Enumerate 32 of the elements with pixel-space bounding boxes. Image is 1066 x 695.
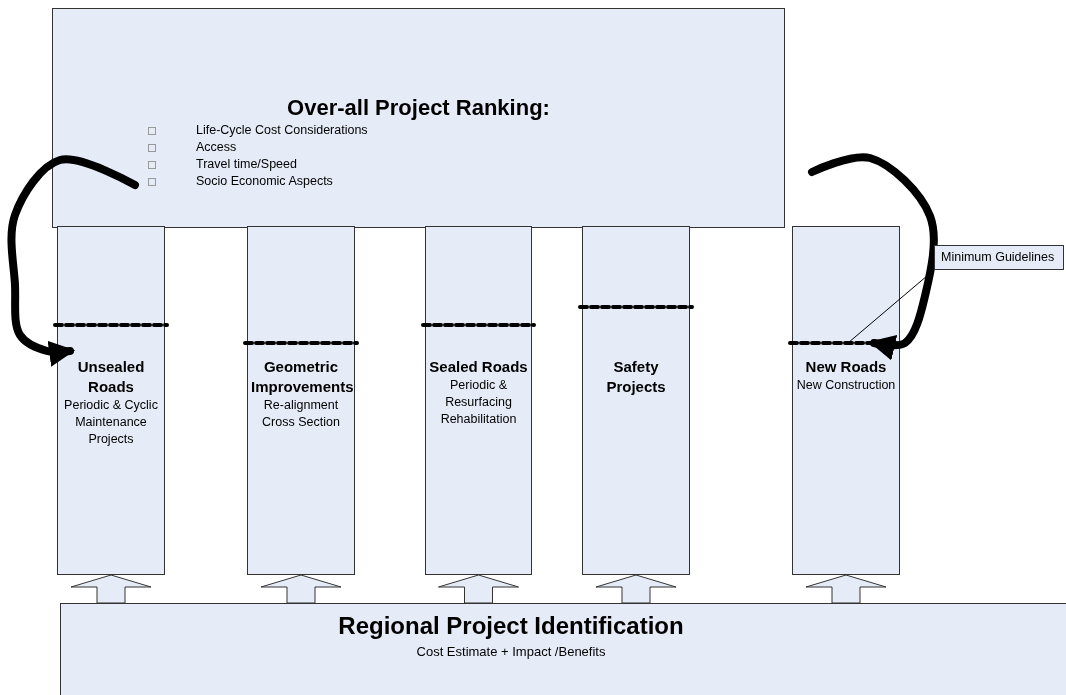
category-heading: Sealed Roads [429,357,528,377]
category-column [57,226,165,575]
panel-heading: Regional Project Identification [337,612,685,640]
category-column [425,226,532,575]
block-arrow [595,574,677,604]
block-arrow [438,574,519,604]
category-heading: Safety Projects [605,357,667,397]
block-arrow [70,574,152,604]
callout-text: Minimum Guidelines [941,250,1055,264]
category-description: New Construction [796,377,896,394]
category-column [247,226,355,575]
curved-arrow [7,155,139,367]
panel-heading: Over-all Project Ranking: [286,95,551,121]
panel-subtitle: Cost Estimate + Impact /Benefits [415,644,607,659]
category-column [582,226,690,575]
callout-box [934,245,1064,270]
criterion-text: Socio Economic Aspects [196,174,333,188]
category-description: Periodic & Resurfacing Rehabilitation [439,377,518,428]
category-description: Re-alignment Cross Section [261,397,341,431]
criterion-text: Access [196,140,237,154]
block-arrow [805,574,887,604]
category-heading: Geometric Improvements [251,357,351,397]
ranking-panel [52,8,785,228]
category-description: Periodic & Cyclic Maintenance Projects [63,397,159,448]
block-arrow [260,574,342,604]
category-column [792,226,900,575]
identification-panel [60,603,1066,695]
criterion-text: Life-Cycle Cost Considerations [196,123,368,137]
curved-arrow [808,153,938,361]
criterion-text: Travel time/Speed [196,157,297,171]
category-heading: Unsealed Roads [76,357,146,397]
category-heading: New Roads [804,357,888,377]
